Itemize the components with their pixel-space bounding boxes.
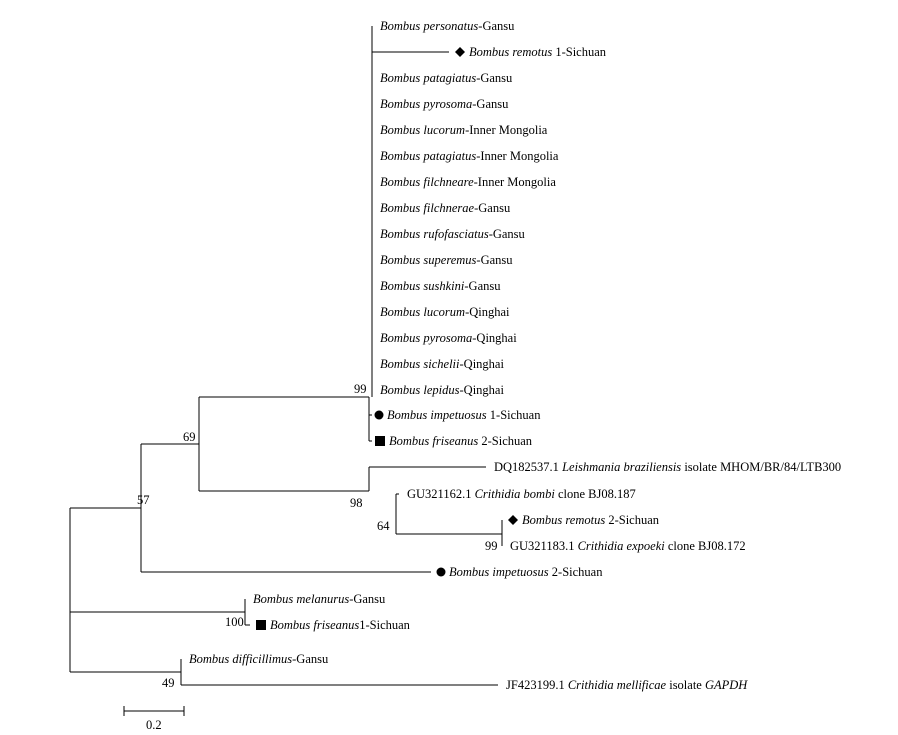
taxon-label-part: Bombus superemus [380, 253, 477, 267]
taxon-label-part: Crithidia expoeki [578, 539, 666, 553]
circle-marker-icon [436, 567, 446, 577]
taxon-label-part: clone BJ08.187 [555, 487, 636, 501]
diamond-marker-icon [455, 47, 465, 57]
taxon-label-part: Bombus lucorum [380, 305, 465, 319]
bootstrap-label: 49 [162, 676, 175, 690]
taxon-label-part: Bombus remotus [522, 513, 605, 527]
taxon-label-part: JF423199.1 [506, 678, 568, 692]
taxon-label: DQ182537.1 Leishmania braziliensis isola… [494, 460, 841, 474]
taxon-label: Bombus impetuosus 2-Sichuan [449, 565, 603, 579]
taxon-label-part: -Gansu [489, 227, 526, 241]
taxon-label-part: GU321183.1 [510, 539, 578, 553]
bootstrap-label: 99 [354, 382, 367, 396]
taxon-label-part: -Inner Mongolia [476, 149, 559, 163]
taxon-label: Bombus friseanus1-Sichuan [270, 618, 411, 632]
taxon-label-part: Crithidia mellificae [568, 678, 667, 692]
taxon-label-part: -Qinghai [472, 331, 517, 345]
taxon-label-part: Bombus lepidus [380, 383, 460, 397]
taxon-label: Bombus personatus-Gansu [380, 19, 515, 33]
taxon-label-part: isolate [666, 678, 705, 692]
taxon-label: Bombus patagiatus-Inner Mongolia [380, 149, 559, 163]
taxon-label: GU321162.1 Crithidia bombi clone BJ08.18… [407, 487, 636, 501]
diamond-marker-icon [508, 515, 518, 525]
taxon-label-part: Bombus remotus [469, 45, 552, 59]
taxon-label-part: -Gansu [464, 279, 501, 293]
taxon-label: Bombus remotus 2-Sichuan [522, 513, 660, 527]
taxon-label-part: Bombus filchneare [380, 175, 474, 189]
taxon-label: Bombus sichelii-Qinghai [380, 357, 504, 371]
scale-bar-label: 0.2 [146, 718, 162, 732]
taxon-label-part: Bombus melanurus [253, 592, 349, 606]
taxon-label: JF423199.1 Crithidia mellificae isolate … [506, 678, 748, 692]
taxon-label-part: -Inner Mongolia [474, 175, 557, 189]
taxon-label-part: -Gansu [476, 253, 513, 267]
taxon-label: Bombus rufofasciatus-Gansu [380, 227, 526, 241]
taxon-label-part: -Gansu [349, 592, 386, 606]
taxon-label-part: 1-Sichuan [359, 618, 410, 632]
taxon-label-part: clone BJ08.172 [665, 539, 746, 553]
taxon-label-part: 1-Sichuan [552, 45, 607, 59]
taxon-label-part: -Qinghai [460, 383, 505, 397]
taxon-label-part: Bombus patagiatus [380, 71, 476, 85]
taxon-label-part: -Gansu [474, 201, 511, 215]
taxon-label-part: isolate MHOM/BR/84/LTB300 [681, 460, 841, 474]
taxon-label: Bombus melanurus-Gansu [253, 592, 386, 606]
taxon-label-part: -Gansu [478, 19, 515, 33]
taxon-label-part: Bombus difficillimus [189, 652, 292, 666]
taxon-label-part: -Qinghai [460, 357, 505, 371]
taxon-label-part: DQ182537.1 [494, 460, 562, 474]
taxon-label-part: Bombus rufofasciatus [380, 227, 489, 241]
square-marker-icon [375, 436, 385, 446]
taxon-label-part: Bombus filchnerae [380, 201, 475, 215]
taxon-label-part: -Qinghai [465, 305, 510, 319]
taxon-label: Bombus impetuosus 1-Sichuan [387, 408, 541, 422]
taxon-label-part: Bombus impetuosus [387, 408, 487, 422]
bootstrap-label: 99 [485, 539, 498, 553]
taxon-label-part: -Inner Mongolia [465, 123, 548, 137]
taxon-label-part: -Gansu [472, 97, 509, 111]
taxon-label: Bombus difficillimus-Gansu [189, 652, 329, 666]
taxon-label-part: 2-Sichuan [549, 565, 604, 579]
taxon-label-part: Bombus impetuosus [449, 565, 549, 579]
taxon-label: Bombus friseanus 2-Sichuan [389, 434, 533, 448]
bootstrap-label: 100 [225, 615, 244, 629]
taxon-label-part: -Gansu [476, 71, 513, 85]
taxon-label-part: 1-Sichuan [487, 408, 542, 422]
taxon-label: GU321183.1 Crithidia expoeki clone BJ08.… [510, 539, 746, 553]
taxon-label-part: Bombus friseanus [270, 618, 359, 632]
taxon-label: Bombus filchnerae-Gansu [380, 201, 511, 215]
taxon-label-part: Bombus lucorum [380, 123, 465, 137]
taxon-label-part: 2-Sichuan [478, 434, 533, 448]
taxon-label: Bombus remotus 1-Sichuan [469, 45, 607, 59]
taxon-label: Bombus pyrosoma-Gansu [380, 97, 509, 111]
taxon-label-part: 2-Sichuan [605, 513, 660, 527]
taxon-label: Bombus lepidus-Qinghai [380, 383, 504, 397]
taxon-label: Bombus superemus-Gansu [380, 253, 513, 267]
taxon-label-part: Bombus sichelii [380, 357, 460, 371]
taxon-label-part: GU321162.1 [407, 487, 475, 501]
circle-marker-icon [374, 410, 384, 420]
bootstrap-label: 64 [377, 519, 390, 533]
taxon-label-part: GAPDH [705, 678, 748, 692]
taxon-label-part: Bombus friseanus [389, 434, 478, 448]
square-marker-icon [256, 620, 266, 630]
bootstrap-label: 57 [137, 493, 150, 507]
taxon-label: Bombus patagiatus-Gansu [380, 71, 513, 85]
taxon-label: Bombus filchneare-Inner Mongolia [380, 175, 556, 189]
taxon-label-part: Bombus pyrosoma [380, 331, 472, 345]
taxon-label: Bombus lucorum-Inner Mongolia [380, 123, 548, 137]
taxon-label: Bombus pyrosoma-Qinghai [380, 331, 517, 345]
taxon-label-part: Bombus sushkini [380, 279, 465, 293]
taxon-label-part: Crithidia bombi [475, 487, 556, 501]
bootstrap-label: 98 [350, 496, 363, 510]
taxon-label-part: Bombus pyrosoma [380, 97, 472, 111]
bootstrap-label: 69 [183, 430, 196, 444]
taxon-label: Bombus lucorum-Qinghai [380, 305, 510, 319]
taxon-label-part: -Gansu [292, 652, 329, 666]
taxon-label-part: Bombus personatus [380, 19, 478, 33]
taxon-label-part: Leishmania braziliensis [561, 460, 681, 474]
taxon-label-part: Bombus patagiatus [380, 149, 476, 163]
taxon-label: Bombus sushkini-Gansu [380, 279, 501, 293]
